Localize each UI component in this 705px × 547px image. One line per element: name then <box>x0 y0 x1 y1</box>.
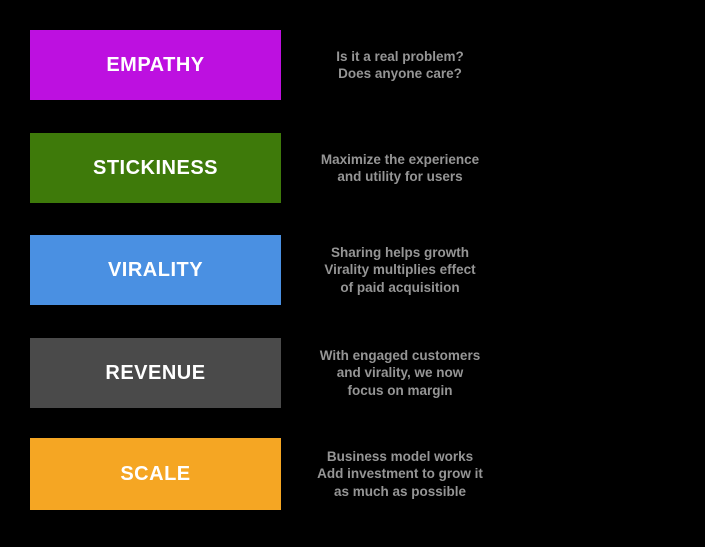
stage-description-stickiness: Maximize the experience and utility for … <box>320 151 480 185</box>
stage-label-virality: VIRALITY <box>107 258 204 281</box>
stage-row-revenue: REVENUE With engaged customers and viral… <box>0 338 705 408</box>
stage-label-revenue: REVENUE <box>105 361 206 384</box>
stage-row-scale: SCALE Business model works Add investmen… <box>0 438 705 510</box>
stage-box-scale: SCALE <box>30 438 281 510</box>
stage-box-revenue: REVENUE <box>30 338 281 408</box>
stage-row-stickiness: STICKINESS Maximize the experience and u… <box>0 133 705 203</box>
stage-box-stickiness: STICKINESS <box>30 133 281 203</box>
stage-label-scale: SCALE <box>120 462 191 485</box>
stage-description-scale: Business model works Add investment to g… <box>317 448 483 499</box>
stage-description-revenue: With engaged customers and virality, we … <box>319 347 481 398</box>
stage-row-virality: VIRALITY Sharing helps growth Virality m… <box>0 235 705 305</box>
stage-label-stickiness: STICKINESS <box>92 156 219 179</box>
stage-description-empathy: Is it a real problem? Does anyone care? <box>336 48 464 82</box>
stage-label-empathy: EMPATHY <box>106 53 205 76</box>
stage-description-virality: Sharing helps growth Virality multiplies… <box>324 244 476 295</box>
stage-row-empathy: EMPATHY Is it a real problem? Does anyon… <box>0 30 705 100</box>
stage-box-virality: VIRALITY <box>30 235 281 305</box>
stage-box-empathy: EMPATHY <box>30 30 281 100</box>
